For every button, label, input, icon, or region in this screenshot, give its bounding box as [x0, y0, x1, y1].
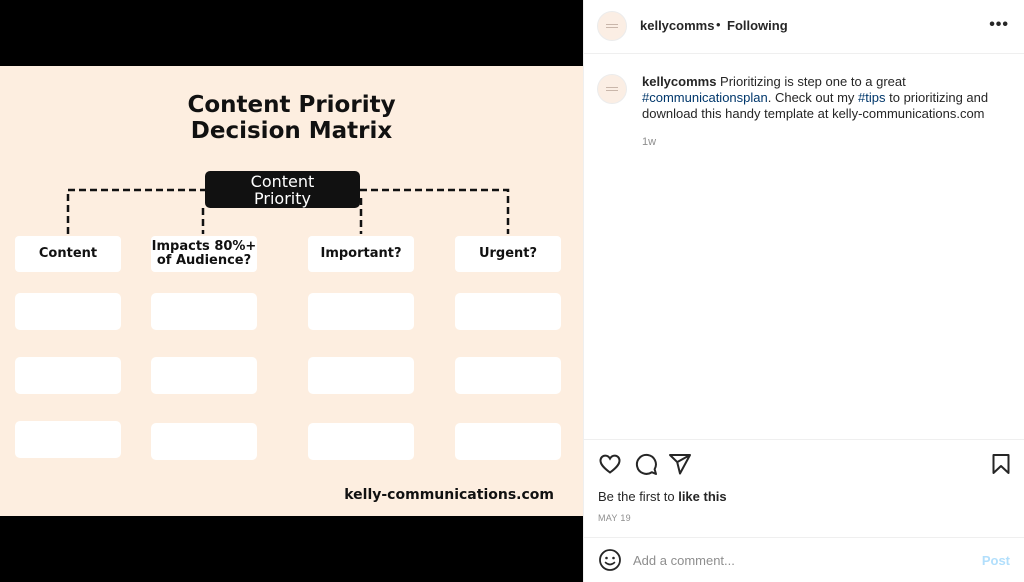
following-button[interactable]: Following: [727, 18, 788, 33]
share-icon[interactable]: [668, 452, 692, 476]
post-header: kellycomms • Following •••: [584, 0, 1024, 54]
hashtag-link[interactable]: #communicationsplan: [642, 90, 768, 105]
column-header: Important?: [308, 236, 414, 272]
matrix-cell: [151, 357, 257, 394]
likes-prefix: Be the first to: [598, 489, 679, 504]
avatar[interactable]: [597, 11, 627, 41]
comment-icon[interactable]: [634, 452, 658, 476]
post-button[interactable]: Post: [981, 553, 1010, 568]
caption-username[interactable]: kellycomms: [642, 74, 717, 89]
header-username[interactable]: kellycomms: [640, 18, 715, 33]
matrix-cell: [151, 293, 257, 330]
slide-title-line1: Content Priority: [187, 92, 396, 118]
matrix-cell: [455, 293, 561, 330]
matrix-cell: [308, 357, 414, 394]
matrix-cell: [455, 357, 561, 394]
action-bar: Be the first to like this MAY 19: [584, 439, 1024, 537]
matrix-cell: [15, 293, 121, 330]
post-image: Content Priority Decision Matrix Content…: [0, 66, 583, 516]
post-panel: kellycomms • Following ••• kellycomms Pr…: [583, 0, 1024, 582]
connector-lines: [66, 188, 510, 234]
likes-text: Be the first to like this: [598, 489, 727, 504]
slide-title-line2: Decision Matrix: [190, 118, 393, 144]
root-node-line2: Priority: [254, 189, 311, 208]
matrix-cell: [455, 423, 561, 460]
emoji-icon[interactable]: [598, 548, 622, 572]
hashtag-link[interactable]: #tips: [858, 90, 886, 105]
root-node-line1: Content: [250, 172, 315, 191]
root-node: Content Priority: [205, 171, 360, 208]
matrix-cell: [15, 357, 121, 394]
caption-text-part: . Check out my: [767, 90, 859, 105]
matrix-cell: [15, 421, 121, 458]
column-header: Urgent?: [455, 236, 561, 272]
time-ago[interactable]: 1w: [642, 136, 657, 148]
caption-text-part: to prioritizing and download this handy …: [642, 90, 989, 121]
more-icon[interactable]: •••: [989, 16, 1009, 33]
slide-website: kelly-communications.com: [344, 487, 554, 503]
like-this-link[interactable]: like this: [678, 489, 727, 504]
post-media[interactable]: Content Priority Decision Matrix Content…: [0, 0, 583, 582]
matrix-cell: [308, 293, 414, 330]
matrix-cell: [151, 423, 257, 460]
column-header: Impacts 80%+ of Audience?: [151, 236, 257, 272]
caption-text: kellycomms Prioritizing is step one to a…: [642, 74, 1002, 122]
slide-title: Content Priority Decision Matrix: [0, 92, 583, 144]
caption-text-part: Prioritizing is step one to a great: [716, 74, 906, 89]
separator-dot: •: [716, 17, 721, 32]
matrix-cell: [308, 423, 414, 460]
caption-avatar[interactable]: [597, 74, 627, 104]
post-date[interactable]: MAY 19: [598, 513, 631, 523]
comment-input[interactable]: Add a comment...: [633, 553, 735, 568]
column-header: Content: [15, 236, 121, 272]
comment-bar: Add a comment... Post: [584, 537, 1024, 582]
heart-icon[interactable]: [598, 452, 622, 476]
bookmark-icon[interactable]: [989, 452, 1013, 476]
